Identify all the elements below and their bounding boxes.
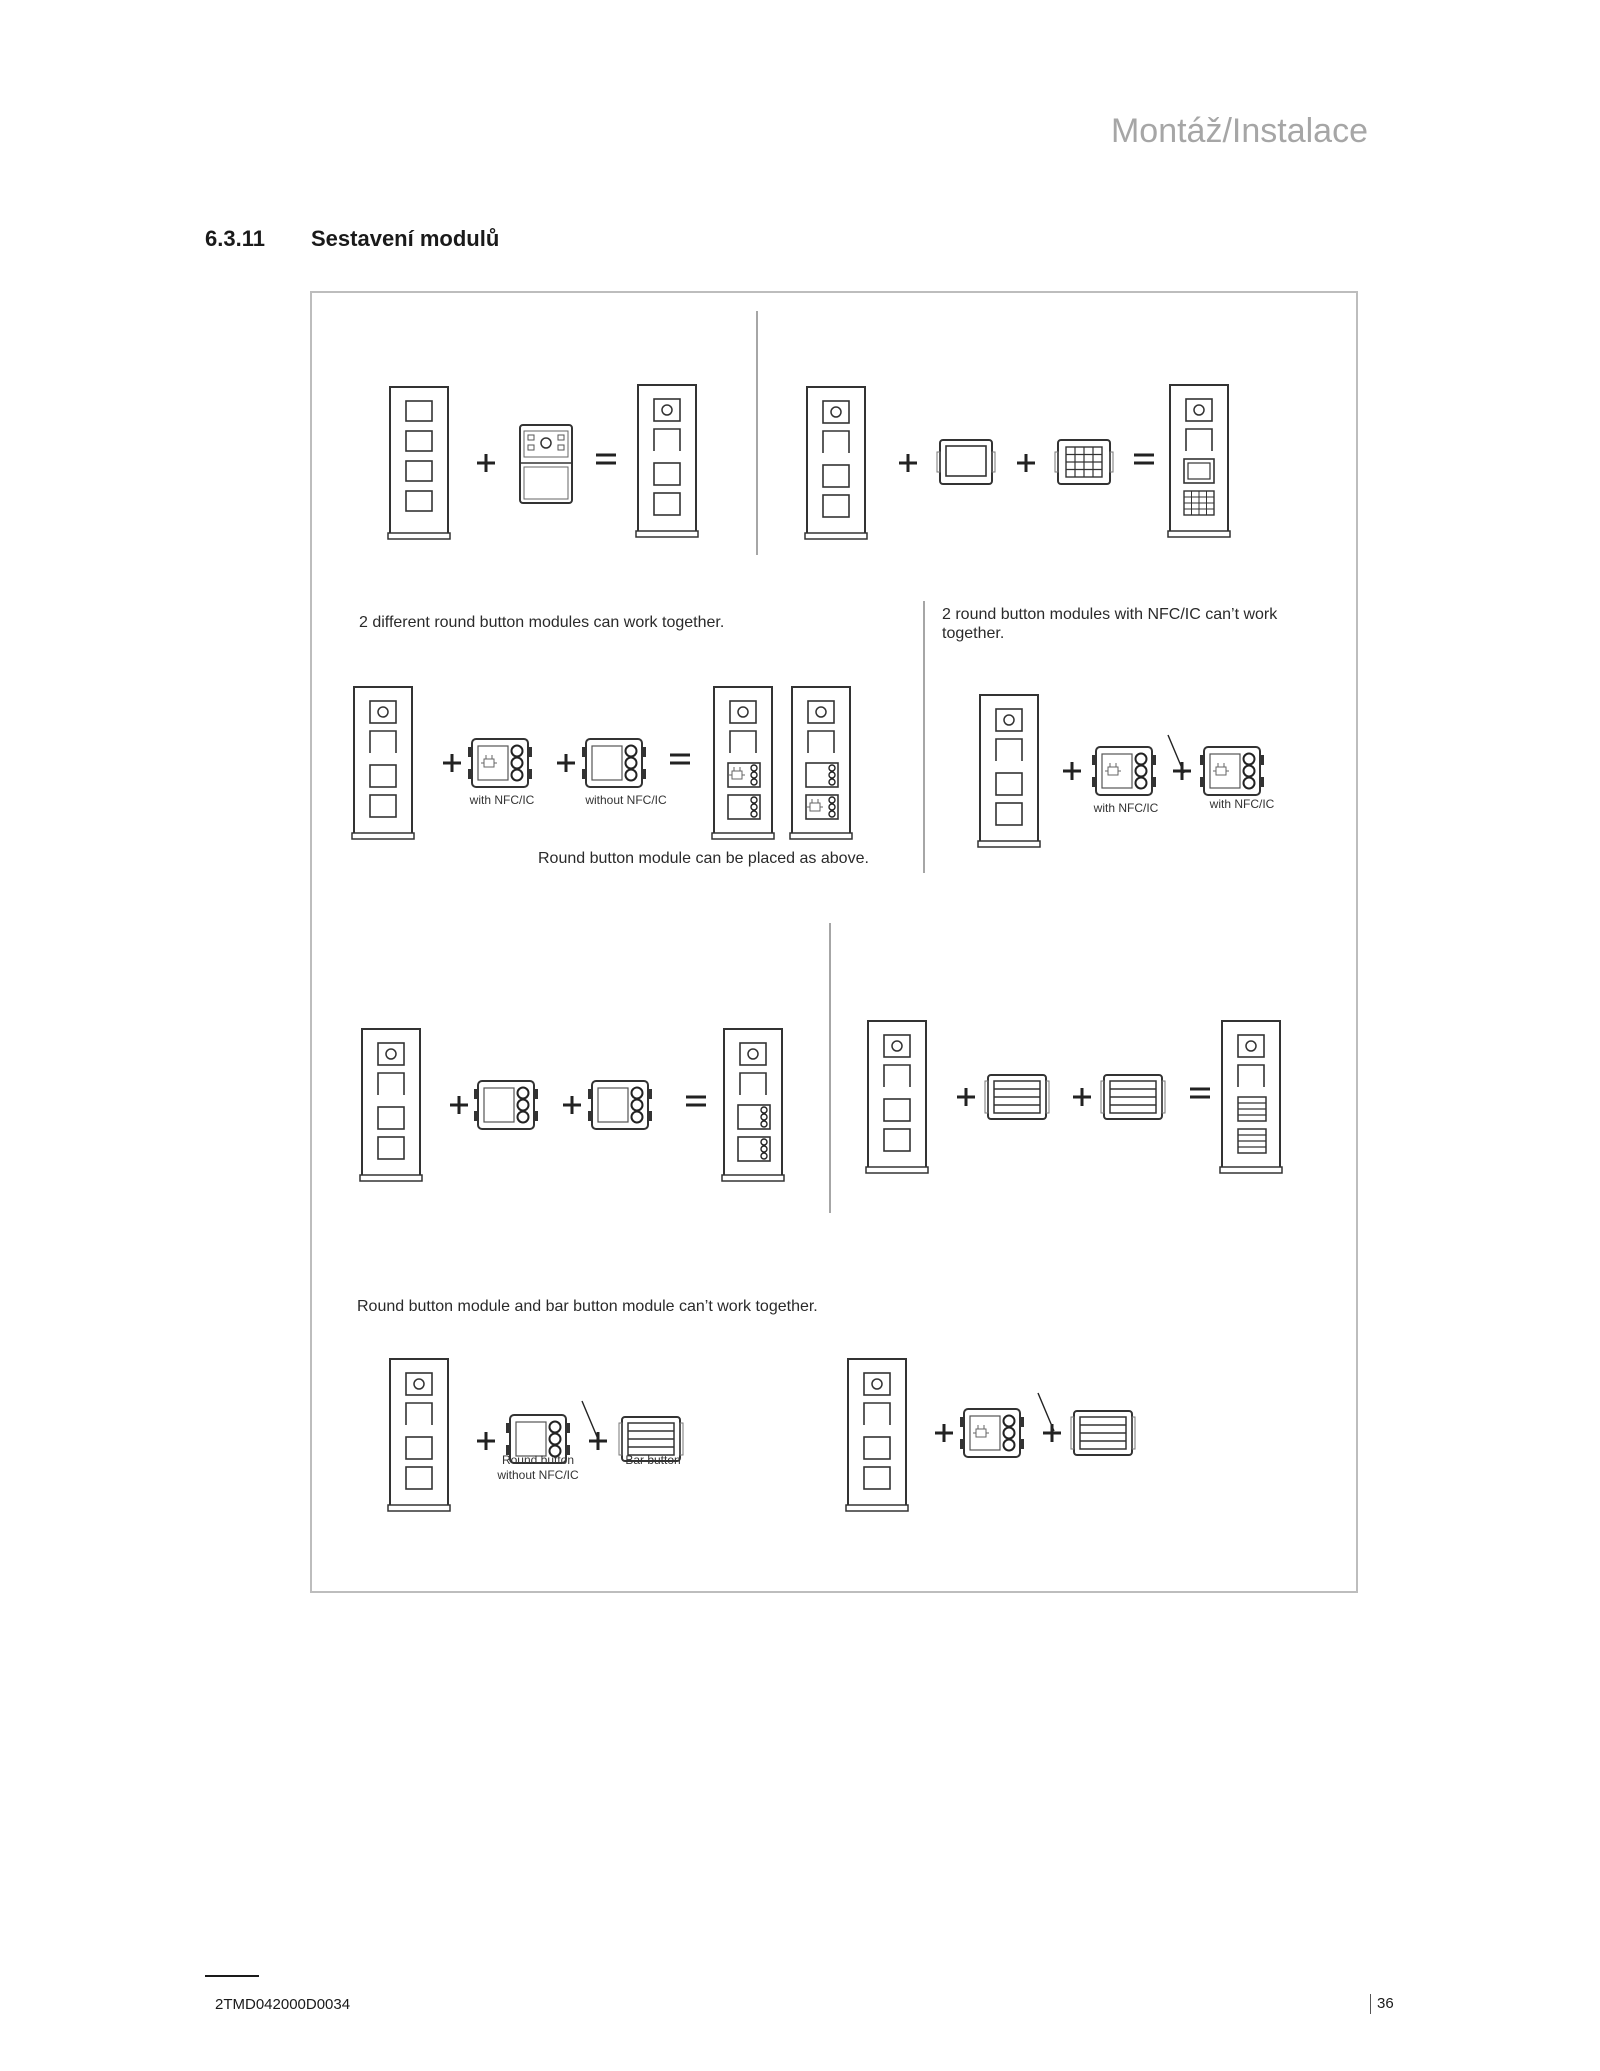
caption-placement: Round button module can be placed as abo… bbox=[538, 850, 869, 867]
label-with-nfc-3: with NFC/IC bbox=[1209, 797, 1275, 811]
section-number: 6.3.11 bbox=[205, 226, 265, 251]
row2-right-diagram bbox=[977, 694, 1265, 848]
label-bar-button: Bar button bbox=[625, 1453, 681, 1467]
row2-left-diagram bbox=[351, 686, 853, 840]
row4-right-diagram bbox=[845, 1358, 1136, 1512]
caption-two-nfc-not-ok: 2 round button modules with NFC/IC can’t… bbox=[942, 606, 1278, 642]
row4-left-diagram bbox=[387, 1358, 684, 1512]
section-title: Sestavení modulů bbox=[311, 226, 500, 251]
row3-left-diagram bbox=[359, 1028, 785, 1182]
label-with-nfc-2: with NFC/IC bbox=[1093, 801, 1159, 815]
footer-page-number: 36 bbox=[1370, 1994, 1394, 2014]
label-without-nfc: without NFC/IC bbox=[585, 793, 667, 807]
caption-two-round-ok: 2 different round button modules can wor… bbox=[359, 614, 725, 631]
footer-rule bbox=[205, 1975, 259, 1977]
label-with-nfc: with NFC/IC bbox=[469, 793, 535, 807]
row1-left-diagram bbox=[387, 384, 699, 540]
page-header-title: Montáž/Instalace bbox=[1110, 112, 1368, 150]
module-assembly-figure: 2 different round button modules can wor… bbox=[310, 291, 1358, 1593]
caption-round-bar-not-ok: Round button module and bar button modul… bbox=[357, 1298, 818, 1315]
row3-right-diagram bbox=[865, 1020, 1283, 1174]
footer-document-id: 2TMD042000D0034 bbox=[215, 1996, 351, 2013]
label-round-button-without-nfc: Round button without NFC/IC bbox=[497, 1453, 579, 1482]
row1-right-diagram bbox=[804, 384, 1231, 540]
section-heading: 6.3.11 Sestavení modulů bbox=[205, 226, 499, 252]
assembly-diagram bbox=[351, 311, 1283, 1512]
